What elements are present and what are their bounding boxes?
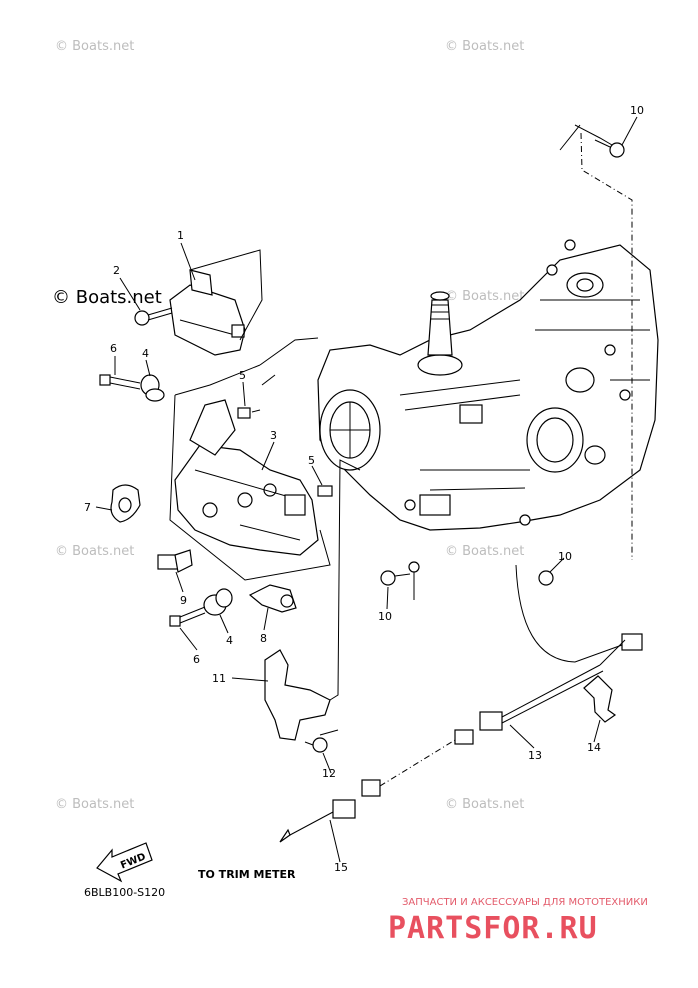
part-10-bolt-mid	[380, 561, 420, 600]
part-6-bolt-upper	[99, 374, 141, 390]
callout-8: 8	[260, 632, 267, 645]
watermark: © Boats.net	[445, 544, 524, 559]
callout-5-lower: 5	[308, 454, 315, 467]
callout-4-upper: 4	[142, 347, 149, 360]
diagram-code: 6BLB100-S120	[84, 886, 165, 899]
watermark: © Boats.net	[55, 39, 134, 54]
watermarks: © Boats.net © Boats.net © Boats.net © Bo…	[55, 39, 524, 812]
part-1-module	[169, 269, 246, 356]
part-11-bracket	[264, 649, 331, 741]
callout-7: 7	[84, 501, 91, 514]
callouts: 1 2 3 4 4 5 5 6 6 7 8 9 10 10 10 11 12 1…	[84, 104, 644, 874]
part-3-bracket	[174, 399, 319, 556]
part-10-bolt-right	[538, 570, 554, 586]
part-5-collar-lower	[317, 485, 333, 497]
part-13-harness	[454, 633, 643, 745]
callout-6-upper: 6	[110, 342, 117, 355]
callout-10-top: 10	[630, 104, 644, 117]
fwd-arrow-icon: FWD	[96, 842, 153, 883]
part-4-grommet-upper	[140, 374, 165, 402]
watermark: © Boats.net	[445, 39, 524, 54]
part-9-clip	[157, 549, 193, 573]
watermark-dark: © Boats.net	[52, 287, 162, 308]
trim-meter-label: TO TRIM METER	[198, 868, 296, 881]
part-15-cable	[279, 739, 456, 843]
part-7-clip	[110, 484, 141, 523]
part-5-collar-upper	[237, 407, 251, 419]
part-2-bolt	[134, 307, 173, 326]
brand-logo: ЗАПЧАСТИ И АКСЕССУАРЫ ДЛЯ МОТОТЕХНИКИ PA…	[388, 897, 648, 946]
part-4-grommet-lower	[203, 588, 233, 616]
watermark: © Boats.net	[55, 544, 134, 559]
callout-5-upper: 5	[239, 369, 246, 382]
callout-3: 3	[270, 429, 277, 442]
leader-lines	[95, 116, 638, 863]
callout-12: 12	[322, 767, 336, 780]
part-6-bolt-lower	[169, 606, 206, 627]
engine-block-illustration	[317, 239, 659, 531]
callout-10-mid: 10	[378, 610, 392, 623]
callout-11: 11	[212, 672, 226, 685]
callout-14: 14	[587, 741, 601, 754]
callout-9: 9	[180, 594, 187, 607]
callout-6-lower: 6	[193, 653, 200, 666]
watermark: © Boats.net	[55, 797, 134, 812]
part-8-clamp	[248, 584, 297, 613]
callout-1: 1	[177, 229, 184, 242]
part-10-bolt-top	[594, 139, 625, 158]
part-14-clip	[583, 675, 617, 723]
brand-name: PARTSFOR.RU	[388, 911, 598, 946]
callout-2: 2	[113, 264, 120, 277]
watermark: © Boats.net	[445, 797, 524, 812]
callout-15: 15	[334, 861, 348, 874]
watermark: © Boats.net	[445, 289, 524, 304]
callout-13: 13	[528, 749, 542, 762]
brand-subtitle: ЗАПЧАСТИ И АКСЕССУАРЫ ДЛЯ МОТОТЕХНИКИ	[402, 897, 648, 908]
part-12-bolt	[304, 737, 328, 753]
callout-10-right: 10	[558, 550, 572, 563]
callout-4-lower: 4	[226, 634, 233, 647]
